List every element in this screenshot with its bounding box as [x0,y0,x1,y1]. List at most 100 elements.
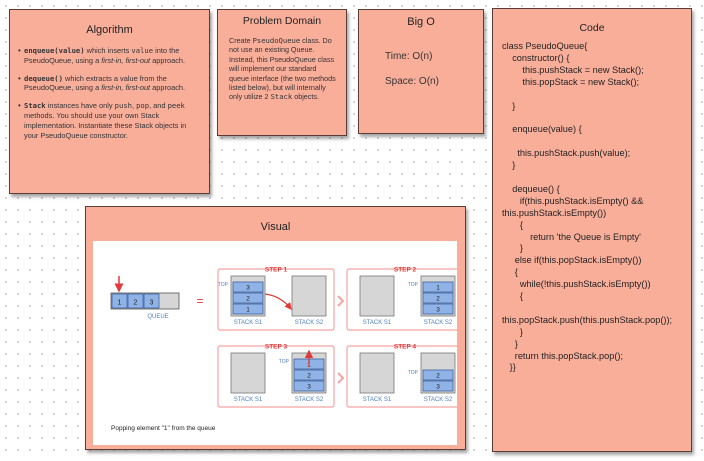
code-line: return 'the Queue is Empty' [502,231,641,242]
stack-label: STACK S1 [234,397,263,403]
code-line: enqueue(value) { [502,124,582,135]
code-line: while(!this.pushStack.isEmpty()) [502,279,651,290]
stack-item-label: 1 [246,307,250,314]
algorithm-text: which inserts [84,46,132,55]
problem-text: objects. [292,92,319,102]
queue-item-label: 2 [134,300,138,307]
queue-label: QUEUE [147,314,168,320]
code-line: constructor() { [502,52,570,63]
algorithm-text: instances have only [45,101,115,111]
stack-item-label: 3 [436,384,440,391]
stack-item-label: 3 [307,384,311,391]
stack-item-label: 3 [436,307,440,314]
algorithm-code: pop [136,101,150,111]
code-line: else if(this.popStack.isEmpty()) [502,255,642,266]
algorithm-code: enqueue(value) [24,46,85,55]
code-line: this.pushStack.isEmpty()) [502,207,607,218]
stack-item-label: 1 [436,285,440,292]
algorithm-code: push [114,101,132,111]
algorithm-text: which extracts a value from the PseudoQu… [24,73,167,93]
top-label: TOP [408,282,419,288]
code-block: class PseudoQueue{ constructor() { this.… [493,41,691,374]
stack-item-label: 2 [246,296,250,303]
step-label: STEP 4 [394,344,417,351]
algorithm-text: approach. [150,55,186,65]
top-label: TOP [218,282,229,288]
code-line [502,172,691,184]
algorithm-code: peek [167,101,185,111]
step-frame [217,268,335,331]
stack-item [422,380,454,392]
stack-item [293,380,325,392]
algorithm-emphasis: first-in, first-out [101,55,151,65]
algorithm-code: value [131,46,154,55]
stack-item-label: 2 [436,296,440,303]
algorithm-text: approach. [150,83,186,93]
visual-caption: Popping element "1" from the queue [111,425,216,432]
code-title: Code [579,22,605,34]
code-line: { [502,219,523,230]
algorithm-card: Algorithm enqueue(value) which inserts v… [9,9,210,194]
code-line: dequeue() { [502,183,560,194]
big-o-card: Big O Time: O(n) Space: O(n) [358,9,484,134]
stack-item-label: 2 [307,373,311,380]
code-line: }} [502,362,516,373]
equals-sign: = [196,294,203,308]
code-line: { [502,267,518,278]
stack-item-label: 2 [436,373,440,380]
stack-label: STACK S2 [295,320,324,326]
visual-title: Visual [260,221,291,233]
algorithm-list: enqueue(value) which inserts value into … [10,46,209,140]
step-frame [346,345,457,408]
queue-item [143,293,160,309]
algorithm-text: , and [149,101,168,111]
code-card: Code class PseudoQueue{ constructor() { … [492,8,692,452]
code-line: this.popStack = new Stack(); [502,76,640,87]
code-line [502,112,691,124]
step-label: STEP 3 [265,344,288,351]
code-line: if(this.pushStack.isEmpty() && [502,195,644,206]
stack-item-label: 3 [246,285,250,292]
problem-domain-title: Problem Domain [242,15,322,27]
step-label: STEP 1 [265,267,288,274]
code-line [502,136,691,148]
queue-item [127,293,144,309]
stack-item [232,303,264,315]
stack-item [422,369,454,381]
code-line: { [502,291,523,302]
stack-label: STACK S1 [234,320,263,326]
algorithm-item-stack: Stack instances have only push, pop, and… [18,101,199,140]
stack-label: STACK S1 [363,320,392,326]
problem-code: PseudoQueue [252,36,301,45]
stack-label: STACK S1 [363,397,392,403]
code-line [502,303,691,315]
stack-body [291,275,327,317]
algorithm-item-enqueue: enqueue(value) which inserts value into … [18,46,199,66]
stack-label: STACK S2 [424,320,453,326]
queue-item [111,293,128,309]
algorithm-text: , [131,101,137,111]
code-line: } [502,160,516,171]
stack-item [232,281,264,293]
problem-domain-text: Create PseudoQueue class. Do not use an … [218,27,346,102]
space-complexity: Space: O(n) [385,76,439,87]
big-o-title: Big O [407,16,435,28]
stack-item [422,281,454,293]
code-line: this.pushStack = new Stack(); [502,64,644,75]
queue-item-label: 3 [150,300,154,307]
stack-item [422,292,454,304]
top-label: TOP [279,359,290,365]
algorithm-text: methods. You should use your own Stack i… [24,110,187,140]
code-line: class PseudoQueue{ [502,41,588,51]
algorithm-code: dequeue() [24,73,63,83]
top-label: TOP [408,370,419,376]
stack-item [293,369,325,381]
stack-body [230,352,266,394]
code-line: } [502,243,523,254]
algorithm-title: Algorithm [86,24,133,36]
problem-domain-card: Problem Domain Create PseudoQueue class.… [217,9,347,136]
code-line: } [502,338,518,349]
time-complexity: Time: O(n) [385,51,433,62]
